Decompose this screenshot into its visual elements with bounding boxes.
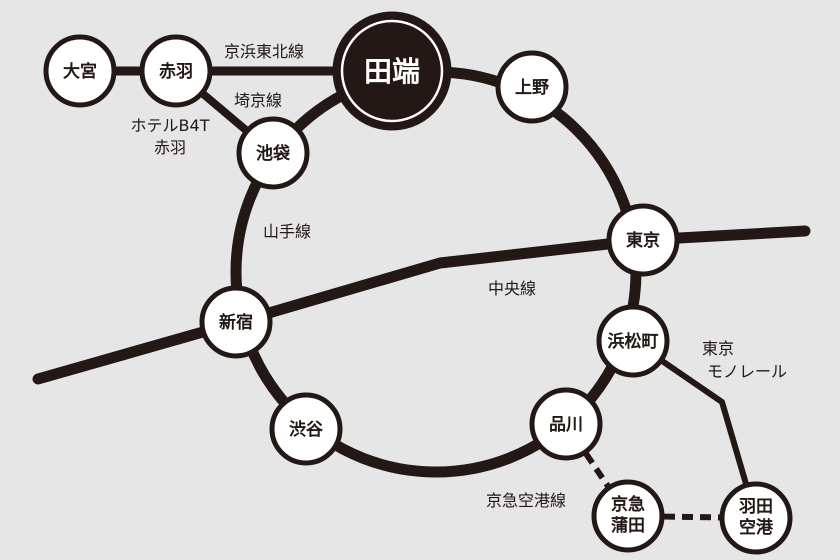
chuo-label: 中央線 <box>488 279 536 298</box>
station-haneda-label-line2: 空港 <box>739 517 774 538</box>
station-shibuya[interactable]: 渋谷 <box>269 392 343 466</box>
station-ikebukuro-label: 池袋 <box>256 143 291 164</box>
hotel-area: 赤羽 <box>154 138 186 157</box>
monorail-label-line2: モノレール <box>707 362 787 381</box>
station-haneda-label-line1: 羽田 <box>739 497 773 517</box>
chuo-line <box>32 225 811 385</box>
station-keikyu-kamata-label-line1: 京急 <box>611 494 645 515</box>
station-hamamatsucho[interactable]: 浜松町 <box>596 304 670 378</box>
station-tokyo[interactable]: 東京 <box>606 203 680 277</box>
station-ikebukuro[interactable]: 池袋 <box>236 116 310 190</box>
keikyu-airport-label: 京急空港線 <box>486 491 566 510</box>
station-keikyu-kamata-label-line2: 蒲田 <box>611 516 645 536</box>
monorail-label-line1: 東京 <box>702 339 734 358</box>
station-akabane[interactable]: 赤羽 <box>139 34 213 108</box>
hotel-label: ホテルB4T 赤羽 <box>131 116 210 157</box>
keihin-tohoku-label: 京浜東北線 <box>224 42 304 61</box>
yamanote-label: 山手線 <box>263 222 311 241</box>
saikyo-label: 埼京線 <box>234 91 282 110</box>
station-tabata[interactable]: 田端 <box>332 11 452 131</box>
station-shinagawa[interactable]: 品川 <box>529 387 603 461</box>
hotel-name: ホテルB4T <box>131 116 210 135</box>
station-shibuya-label: 渋谷 <box>289 419 324 440</box>
station-ueno[interactable]: 上野 <box>495 50 569 124</box>
station-haneda-airport[interactable]: 羽田 空港 <box>719 481 793 555</box>
station-akabane-label: 赤羽 <box>159 61 193 82</box>
station-keikyu-kamata[interactable]: 京急 蒲田 <box>591 479 665 553</box>
station-ueno-label: 上野 <box>515 78 549 98</box>
station-omiya-label: 大宮 <box>63 61 97 82</box>
line-labels: 京浜東北線 埼京線 山手線 中央線 東京 モノレール 京急空港線 <box>224 42 787 510</box>
station-omiya[interactable]: 大宮 <box>43 34 117 108</box>
station-tabata-label: 田端 <box>364 55 420 88</box>
station-shinjuku-label: 新宿 <box>219 312 253 333</box>
station-shinagawa-label: 品川 <box>549 415 583 435</box>
station-tokyo-label: 東京 <box>626 230 660 251</box>
stations: 大宮 赤羽 田端 上野 池袋 東京 新宿 浜松町 <box>43 11 793 555</box>
station-hamamatsucho-label: 浜松町 <box>608 331 659 352</box>
station-shinjuku[interactable]: 新宿 <box>199 285 273 359</box>
